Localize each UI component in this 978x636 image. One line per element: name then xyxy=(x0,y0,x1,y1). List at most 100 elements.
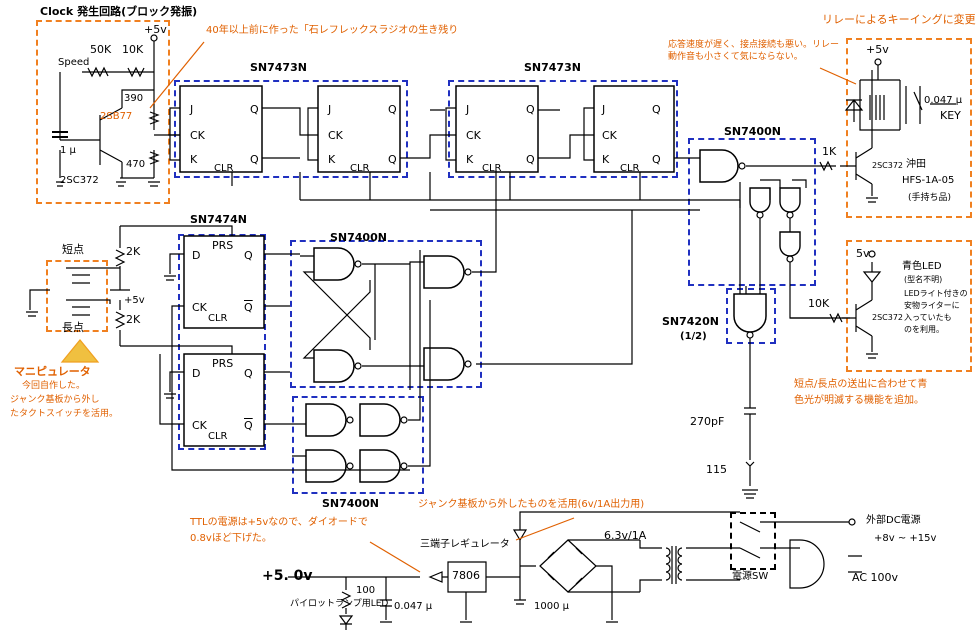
r390-label: 390 xyxy=(124,93,144,104)
led-r10k: 10K xyxy=(808,297,830,310)
paddle-title: マニピュレータ xyxy=(14,365,91,378)
pin-d: D xyxy=(192,367,201,380)
pin-k: K xyxy=(466,153,474,166)
timing-cap: 270pF xyxy=(690,415,725,428)
clock-tr-label: 2SC372 xyxy=(60,175,99,186)
pin-ck: CK xyxy=(328,129,343,142)
sn7473-b-label: SN7473N xyxy=(524,61,581,74)
pin-q: Q xyxy=(250,103,259,116)
sn7473-b-frame xyxy=(448,80,678,178)
led-desc-3: 入っていたも xyxy=(904,313,952,322)
power-switch-frame xyxy=(730,512,776,570)
cap-047: 0.047 μ xyxy=(394,601,433,612)
pin-ck: CK xyxy=(192,419,207,432)
pin-clr: CLR xyxy=(350,163,370,174)
led-supply: 5v xyxy=(856,247,870,260)
relay-tr-label: 2SC372 xyxy=(872,161,904,170)
ext-dc-label: 外部DC電源 xyxy=(866,515,921,526)
pin-clr: CLR xyxy=(482,163,502,174)
sn7420-sub: (1/2) xyxy=(680,331,707,342)
cap-1000: 1000 μ xyxy=(534,601,569,612)
sn7474-frame xyxy=(178,234,266,450)
paddle-supply: +5v xyxy=(124,295,145,306)
page-title: Clock 発生回路(ブロック発振) xyxy=(40,5,198,18)
pin-q: Q xyxy=(652,103,661,116)
led-sub: (型名不明) xyxy=(904,275,943,284)
led-label: 青色LED xyxy=(902,261,942,272)
pin-d: D xyxy=(192,249,201,262)
pin-j: J xyxy=(328,103,332,116)
pin-clr: CLR xyxy=(214,163,234,174)
sn7420-label: SN7420N xyxy=(662,315,719,328)
relay-model: HFS-1A-05 xyxy=(902,175,955,186)
sn7400-top-frame xyxy=(688,138,816,286)
pin-qbar: Q xyxy=(526,153,535,166)
pin-k: K xyxy=(328,153,336,166)
relay-block-frame xyxy=(846,38,972,218)
regulator-part: 7806 xyxy=(452,569,480,582)
relay-supply: +5v xyxy=(866,43,889,56)
led-caption-1: 短点/長点の送出に合わせて青 xyxy=(794,379,928,390)
pin-q: Q xyxy=(388,103,397,116)
relay-title: リレーによるキーイングに変更 xyxy=(822,13,976,26)
sn7420-frame xyxy=(726,288,776,344)
ttl-note-1: TTLの電源は+5vなので、ダイオードで xyxy=(190,517,368,528)
regulator-label: 三端子レギュレータ xyxy=(420,539,510,550)
paddle-line-1: 今回自作した。 xyxy=(22,381,86,391)
led-caption-2: 色光が明滅する機能を追加。 xyxy=(794,395,924,406)
led-tr-label: 2SC372 xyxy=(872,313,904,322)
pin-j: J xyxy=(466,103,470,116)
r470-label: 470 xyxy=(126,159,146,170)
pin-qbar: Q xyxy=(244,301,253,314)
sn7400-bot-label: SN7400N xyxy=(322,497,379,510)
clock-block-frame xyxy=(36,20,170,204)
dash-label: 長点 xyxy=(62,321,84,334)
led-desc-4: のを利用。 xyxy=(904,325,944,334)
pin-ck: CK xyxy=(190,129,205,142)
ujt-label: 2SB77 xyxy=(100,111,133,122)
dot-label: 短点 xyxy=(62,243,84,256)
r2k-b: 2K xyxy=(126,313,141,326)
r10k-label: 10K xyxy=(122,43,144,56)
output-voltage: +5. 0v xyxy=(262,568,313,584)
relay-note: 応答速度が遅く、接点接続も悪い。リレー動作音も小さくて気にならない。 xyxy=(668,40,840,62)
timing-res: 115 xyxy=(706,463,727,476)
sn7400-mid-label: SN7400N xyxy=(330,231,387,244)
relay-cap: 0.047 μ xyxy=(924,95,963,106)
paddle-line-2: ジャンク基板から外し xyxy=(10,395,100,405)
radio-note: 40年以上前に作った「石レフレックスラジオの生き残り xyxy=(206,25,459,36)
r1k-label: 1K xyxy=(822,145,837,158)
pilot-r100: 100 xyxy=(356,585,376,596)
led-block-frame xyxy=(846,240,972,372)
pin-ck: CK xyxy=(466,129,481,142)
sn7474-label: SN7474N xyxy=(190,213,247,226)
r2k-a: 2K xyxy=(126,245,141,258)
pin-clr: CLR xyxy=(208,313,228,324)
power-sw-label: 電源SW xyxy=(732,571,769,582)
sn7400-mid-frame xyxy=(290,240,482,388)
sn7400-bot-frame xyxy=(292,396,424,494)
pin-qbar: Q xyxy=(388,153,397,166)
r50k-label: 50K xyxy=(90,43,112,56)
pin-qbar: Q xyxy=(652,153,661,166)
paddle-line-3: たタクトスイッチを活用。 xyxy=(10,409,119,419)
led-desc-2: 安物ライターに xyxy=(904,301,960,310)
sn7473-a-frame xyxy=(174,80,408,178)
pin-j: J xyxy=(602,103,606,116)
pin-j: J xyxy=(190,103,194,116)
pin-q: Q xyxy=(244,249,253,262)
led-desc-1: LEDライト付きの xyxy=(904,289,968,298)
ext-dc-range: +8v ~ +15v xyxy=(874,533,937,544)
junk-note: ジャンク基板から外したものを活用(6v/1A出力用) xyxy=(418,499,645,510)
pin-prs: PRS xyxy=(212,357,234,370)
sn7400-top-label: SN7400N xyxy=(724,125,781,138)
pin-ck: CK xyxy=(602,129,617,142)
trans-label: 6.3v/1A xyxy=(604,529,647,542)
sn7473-a-label: SN7473N xyxy=(250,61,307,74)
pin-clr: CLR xyxy=(208,431,228,442)
pin-prs: PRS xyxy=(212,239,234,252)
clock-supply: +5v xyxy=(144,23,167,36)
pin-k: K xyxy=(190,153,198,166)
pin-qbar: Q xyxy=(244,419,253,432)
